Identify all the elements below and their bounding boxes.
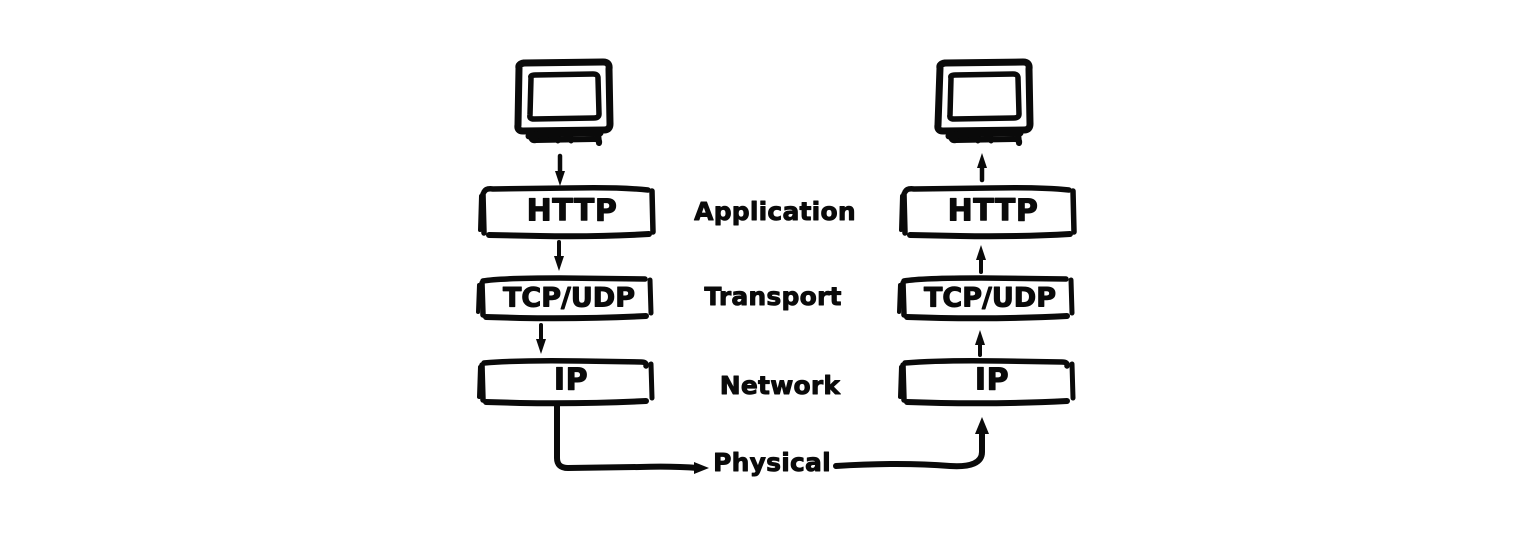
- layer-name-physical: Physical: [713, 448, 831, 477]
- left-arrow-http-to-transport: [554, 240, 564, 271]
- left-arrow-transport-to-network: [536, 323, 546, 354]
- right-arrow-http-to-monitor: [977, 153, 987, 183]
- left-monitor-icon: [514, 58, 614, 146]
- right-arrow-transport-to-http: [976, 245, 986, 274]
- left-tcpudp-box: [476, 275, 654, 322]
- layer-name-application: Application: [694, 197, 856, 226]
- right-layer-label-http: HTTP: [948, 194, 1039, 229]
- right-layer-label-ip: IP: [975, 363, 1009, 398]
- right-ip-box: [898, 358, 1076, 407]
- right-layer-label-tcpudp: TCP/UDP: [924, 283, 1056, 314]
- left-layer-label-http: HTTP: [527, 194, 618, 229]
- left-arrow-monitor-to-http: [555, 153, 565, 186]
- right-monitor-icon: [934, 58, 1034, 146]
- layer-name-transport: Transport: [704, 282, 841, 311]
- left-http-box: [478, 185, 656, 240]
- right-tcpudp-box: [897, 275, 1075, 322]
- left-layer-label-ip: IP: [554, 363, 588, 398]
- physical-link-outbound: [554, 401, 709, 474]
- right-arrow-network-to-transport: [975, 330, 985, 357]
- left-ip-box: [477, 358, 655, 407]
- right-http-box: [899, 185, 1077, 240]
- layer-name-network: Network: [720, 371, 842, 400]
- left-layer-label-tcpudp: TCP/UDP: [503, 283, 635, 314]
- physical-link-inbound: [833, 417, 989, 470]
